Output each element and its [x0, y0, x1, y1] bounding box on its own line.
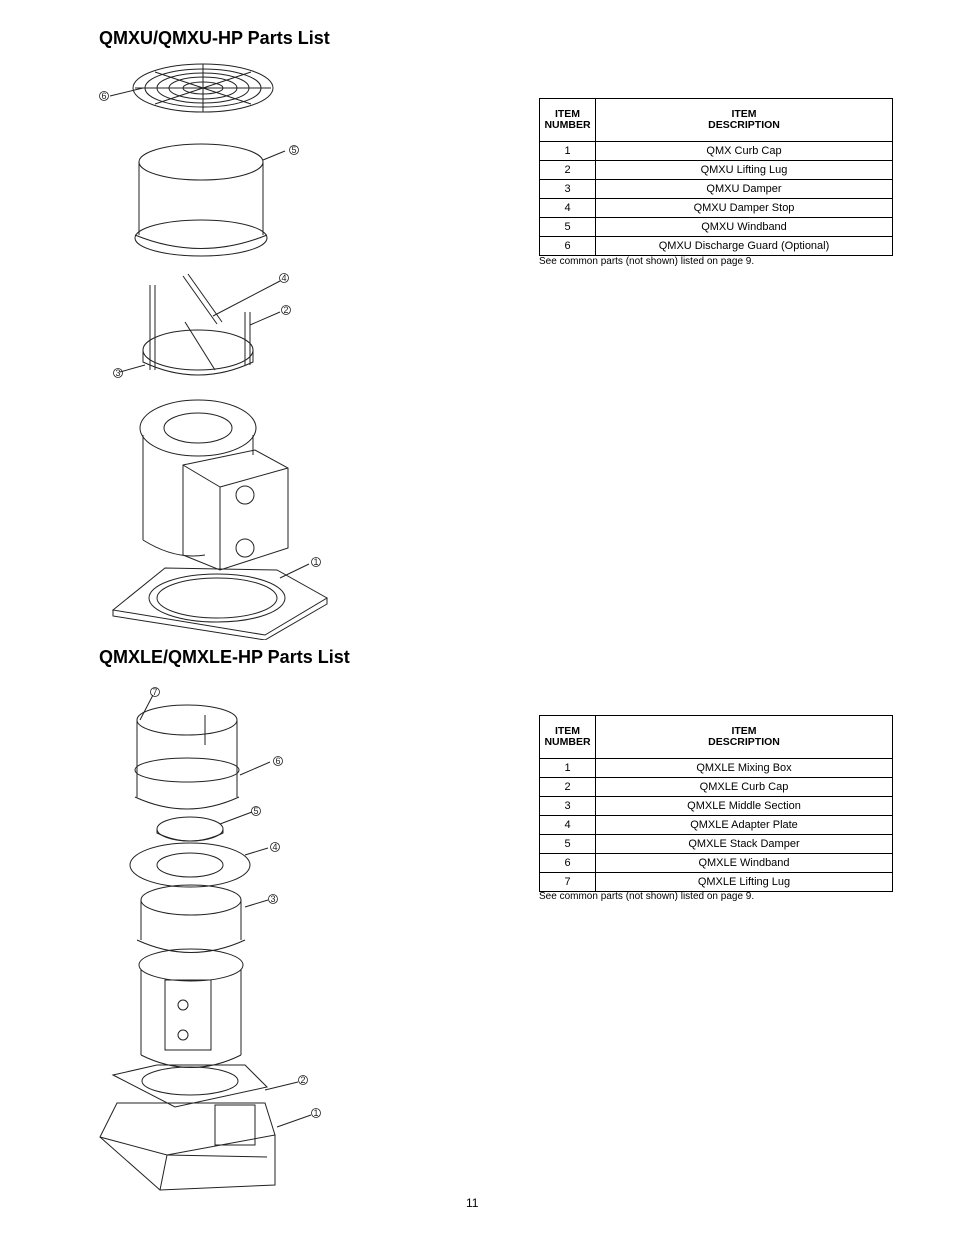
qmxu-exploded-drawing [109, 63, 328, 640]
callout-3: 3 [115, 368, 120, 378]
item-number: 2 [539, 777, 596, 797]
item-number: 6 [539, 853, 596, 873]
item-description: QMXLE Lifting Lug [595, 872, 893, 892]
stack-damper-part [156, 816, 224, 842]
item-description: QMXU Lifting Lug [595, 160, 893, 180]
callout-1: 1 [313, 1108, 318, 1118]
damper-part [142, 273, 254, 376]
item-number: 4 [539, 198, 596, 218]
item-number: 1 [539, 758, 596, 778]
item-description: QMXU Windband [595, 217, 893, 237]
section-title-qmxu: QMXU/QMXU-HP Parts List [99, 28, 330, 48]
item-description: QMXU Damper Stop [595, 198, 893, 218]
qmxle-callout-labels: 7 6 5 4 3 2 1 [150, 687, 321, 1118]
windband-part [134, 704, 240, 810]
item-description: QMXLE Windband [595, 853, 893, 873]
curb-cap-part [111, 567, 328, 640]
item-description: QMX Curb Cap [595, 141, 893, 161]
callout-7: 7 [152, 687, 157, 697]
qmxle-exploded-drawing [99, 694, 312, 1191]
callout-leaders [139, 694, 312, 1128]
item-number: 3 [539, 179, 596, 199]
item-description: QMXU Discharge Guard (Optional) [595, 236, 893, 256]
callout-4: 4 [281, 273, 286, 283]
callout-6: 6 [101, 91, 106, 101]
callout-4: 4 [272, 842, 277, 852]
item-number: 5 [539, 834, 596, 854]
item-number: 2 [539, 160, 596, 180]
item-description: QMXU Damper [595, 179, 893, 199]
callout-2: 2 [283, 305, 288, 315]
callout-3: 3 [270, 894, 275, 904]
item-number: 6 [539, 236, 596, 256]
callout-leaders [109, 87, 310, 579]
adapter-plate-part [129, 842, 251, 888]
section-title-qmxle: QMXLE/QMXLE-HP Parts List [99, 647, 350, 667]
callout-2: 2 [300, 1075, 305, 1085]
callout-5: 5 [253, 806, 258, 816]
fan-body-part [138, 948, 244, 1068]
item-number: 3 [539, 796, 596, 816]
item-description: QMXLE Stack Damper [595, 834, 893, 854]
callout-5: 5 [291, 145, 296, 155]
item-description: QMXLE Curb Cap [595, 777, 893, 797]
windband-part [134, 143, 268, 257]
table-note: See common parts (not shown) listed on p… [539, 256, 755, 267]
middle-section-part [136, 884, 246, 953]
curb-cap-part [111, 1064, 269, 1108]
qmxu-callout-labels: 6 5 4 2 3 1 [99, 91, 321, 567]
item-number: 5 [539, 217, 596, 237]
item-description: QMXLE Middle Section [595, 796, 893, 816]
fan-body-part [139, 399, 289, 571]
item-number: 1 [539, 141, 596, 161]
table-note: See common parts (not shown) listed on p… [539, 891, 755, 902]
item-number: 7 [539, 872, 596, 892]
item-number: 4 [539, 815, 596, 835]
callout-6: 6 [275, 756, 280, 766]
item-description: QMXLE Adapter Plate [595, 815, 893, 835]
discharge-guard-part [132, 63, 274, 113]
item-description: QMXLE Mixing Box [595, 758, 893, 778]
callout-1: 1 [313, 557, 318, 567]
page-number: 11 [466, 1196, 479, 1210]
mixing-box-part [99, 1102, 276, 1191]
